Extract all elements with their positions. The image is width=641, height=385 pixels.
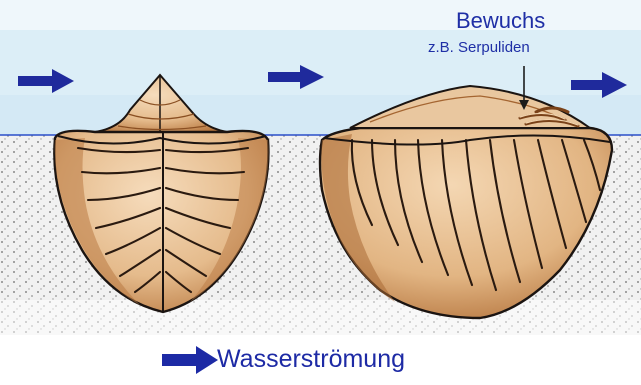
legend-arrow-icon: [162, 346, 218, 374]
legend-label: Wasserströmung: [217, 345, 405, 374]
overgrowth-label: Bewuchs: [456, 8, 545, 34]
serpulid-example-label: z.B. Serpuliden: [428, 39, 530, 56]
